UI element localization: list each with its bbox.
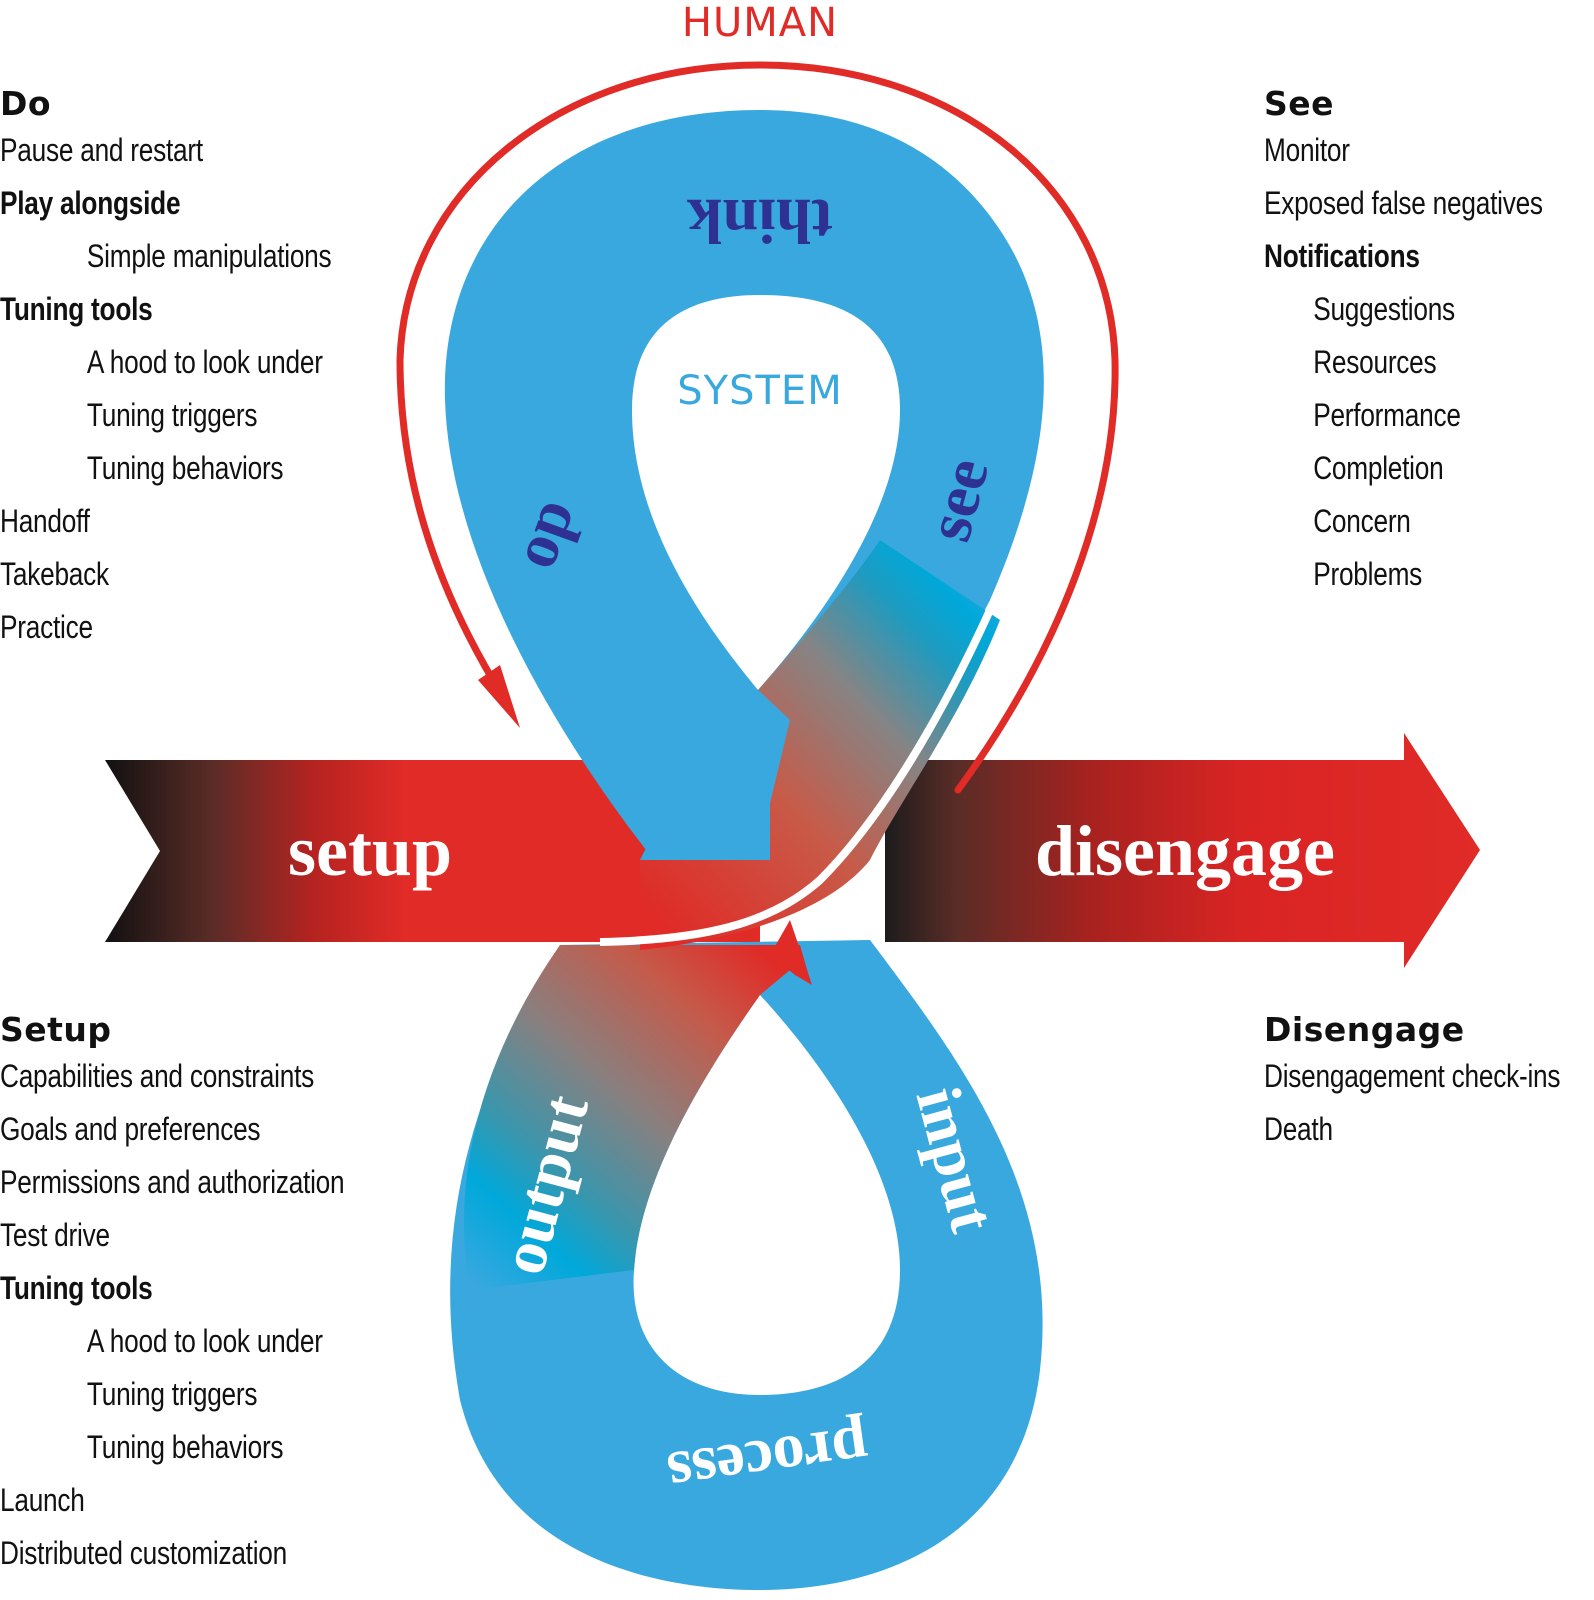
list-item: Exposed false negatives xyxy=(1264,185,1543,221)
list-item: Play alongside xyxy=(0,185,181,221)
setup-arrow-label: setup xyxy=(288,811,452,891)
list-item: Concern xyxy=(1313,503,1411,539)
human-loop-arrow xyxy=(396,61,1119,794)
list-item: A hood to look under xyxy=(86,1323,323,1359)
list-item: Disengagement check-ins xyxy=(1264,1058,1561,1094)
list-item: Problems xyxy=(1313,556,1423,592)
list-item: Notifications xyxy=(1264,238,1420,274)
list-item: Completion xyxy=(1313,450,1444,486)
setup-heading: Setup xyxy=(0,1010,112,1049)
list-item: Test drive xyxy=(0,1217,110,1253)
list-item: Tuning behaviors xyxy=(86,450,284,486)
separator-curve xyxy=(599,608,994,946)
list-item: Resources xyxy=(1313,344,1437,380)
human-label: HUMAN xyxy=(682,0,838,46)
human-arrowhead xyxy=(478,665,520,728)
list-item: A hood to look under xyxy=(86,344,323,380)
list-item: Goals and preferences xyxy=(0,1111,261,1147)
list-item: Permissions and authorization xyxy=(0,1164,345,1200)
list-item: Handoff xyxy=(0,503,90,539)
output-band xyxy=(464,945,810,1290)
disengage-arrow xyxy=(885,733,1480,968)
list-item: Takeback xyxy=(0,556,109,592)
list-item: Simple manipulations xyxy=(86,238,332,274)
list-item: Death xyxy=(1264,1111,1333,1147)
list-item: Performance xyxy=(1313,397,1461,433)
center-arrowhead-lower xyxy=(770,920,812,985)
list-item: Monitor xyxy=(1264,132,1350,168)
list-item: Capabilities and constraints xyxy=(0,1058,315,1094)
list-item: Suggestions xyxy=(1313,291,1455,327)
disengage-heading: Disengage xyxy=(1264,1010,1465,1049)
system-label: SYSTEM xyxy=(677,368,842,414)
list-item: Tuning triggers xyxy=(86,1376,258,1412)
center-arrowhead-upper xyxy=(640,770,770,860)
list-item: Tuning tools xyxy=(0,291,153,327)
list-item: Practice xyxy=(0,609,93,645)
think-label: think xyxy=(687,186,833,257)
setup-arrow xyxy=(105,760,760,942)
list-item: Tuning behaviors xyxy=(86,1429,284,1465)
see-heading: See xyxy=(1264,84,1335,123)
crossing-band xyxy=(640,540,1000,950)
do-heading: Do xyxy=(0,84,52,123)
list-item: Distributed customization xyxy=(0,1535,287,1571)
list-item: Tuning triggers xyxy=(86,397,258,433)
list-item: Tuning tools xyxy=(0,1270,153,1306)
list-item: Launch xyxy=(0,1482,85,1518)
list-item: Pause and restart xyxy=(0,132,203,168)
disengage-arrow-label: disengage xyxy=(1035,811,1335,891)
